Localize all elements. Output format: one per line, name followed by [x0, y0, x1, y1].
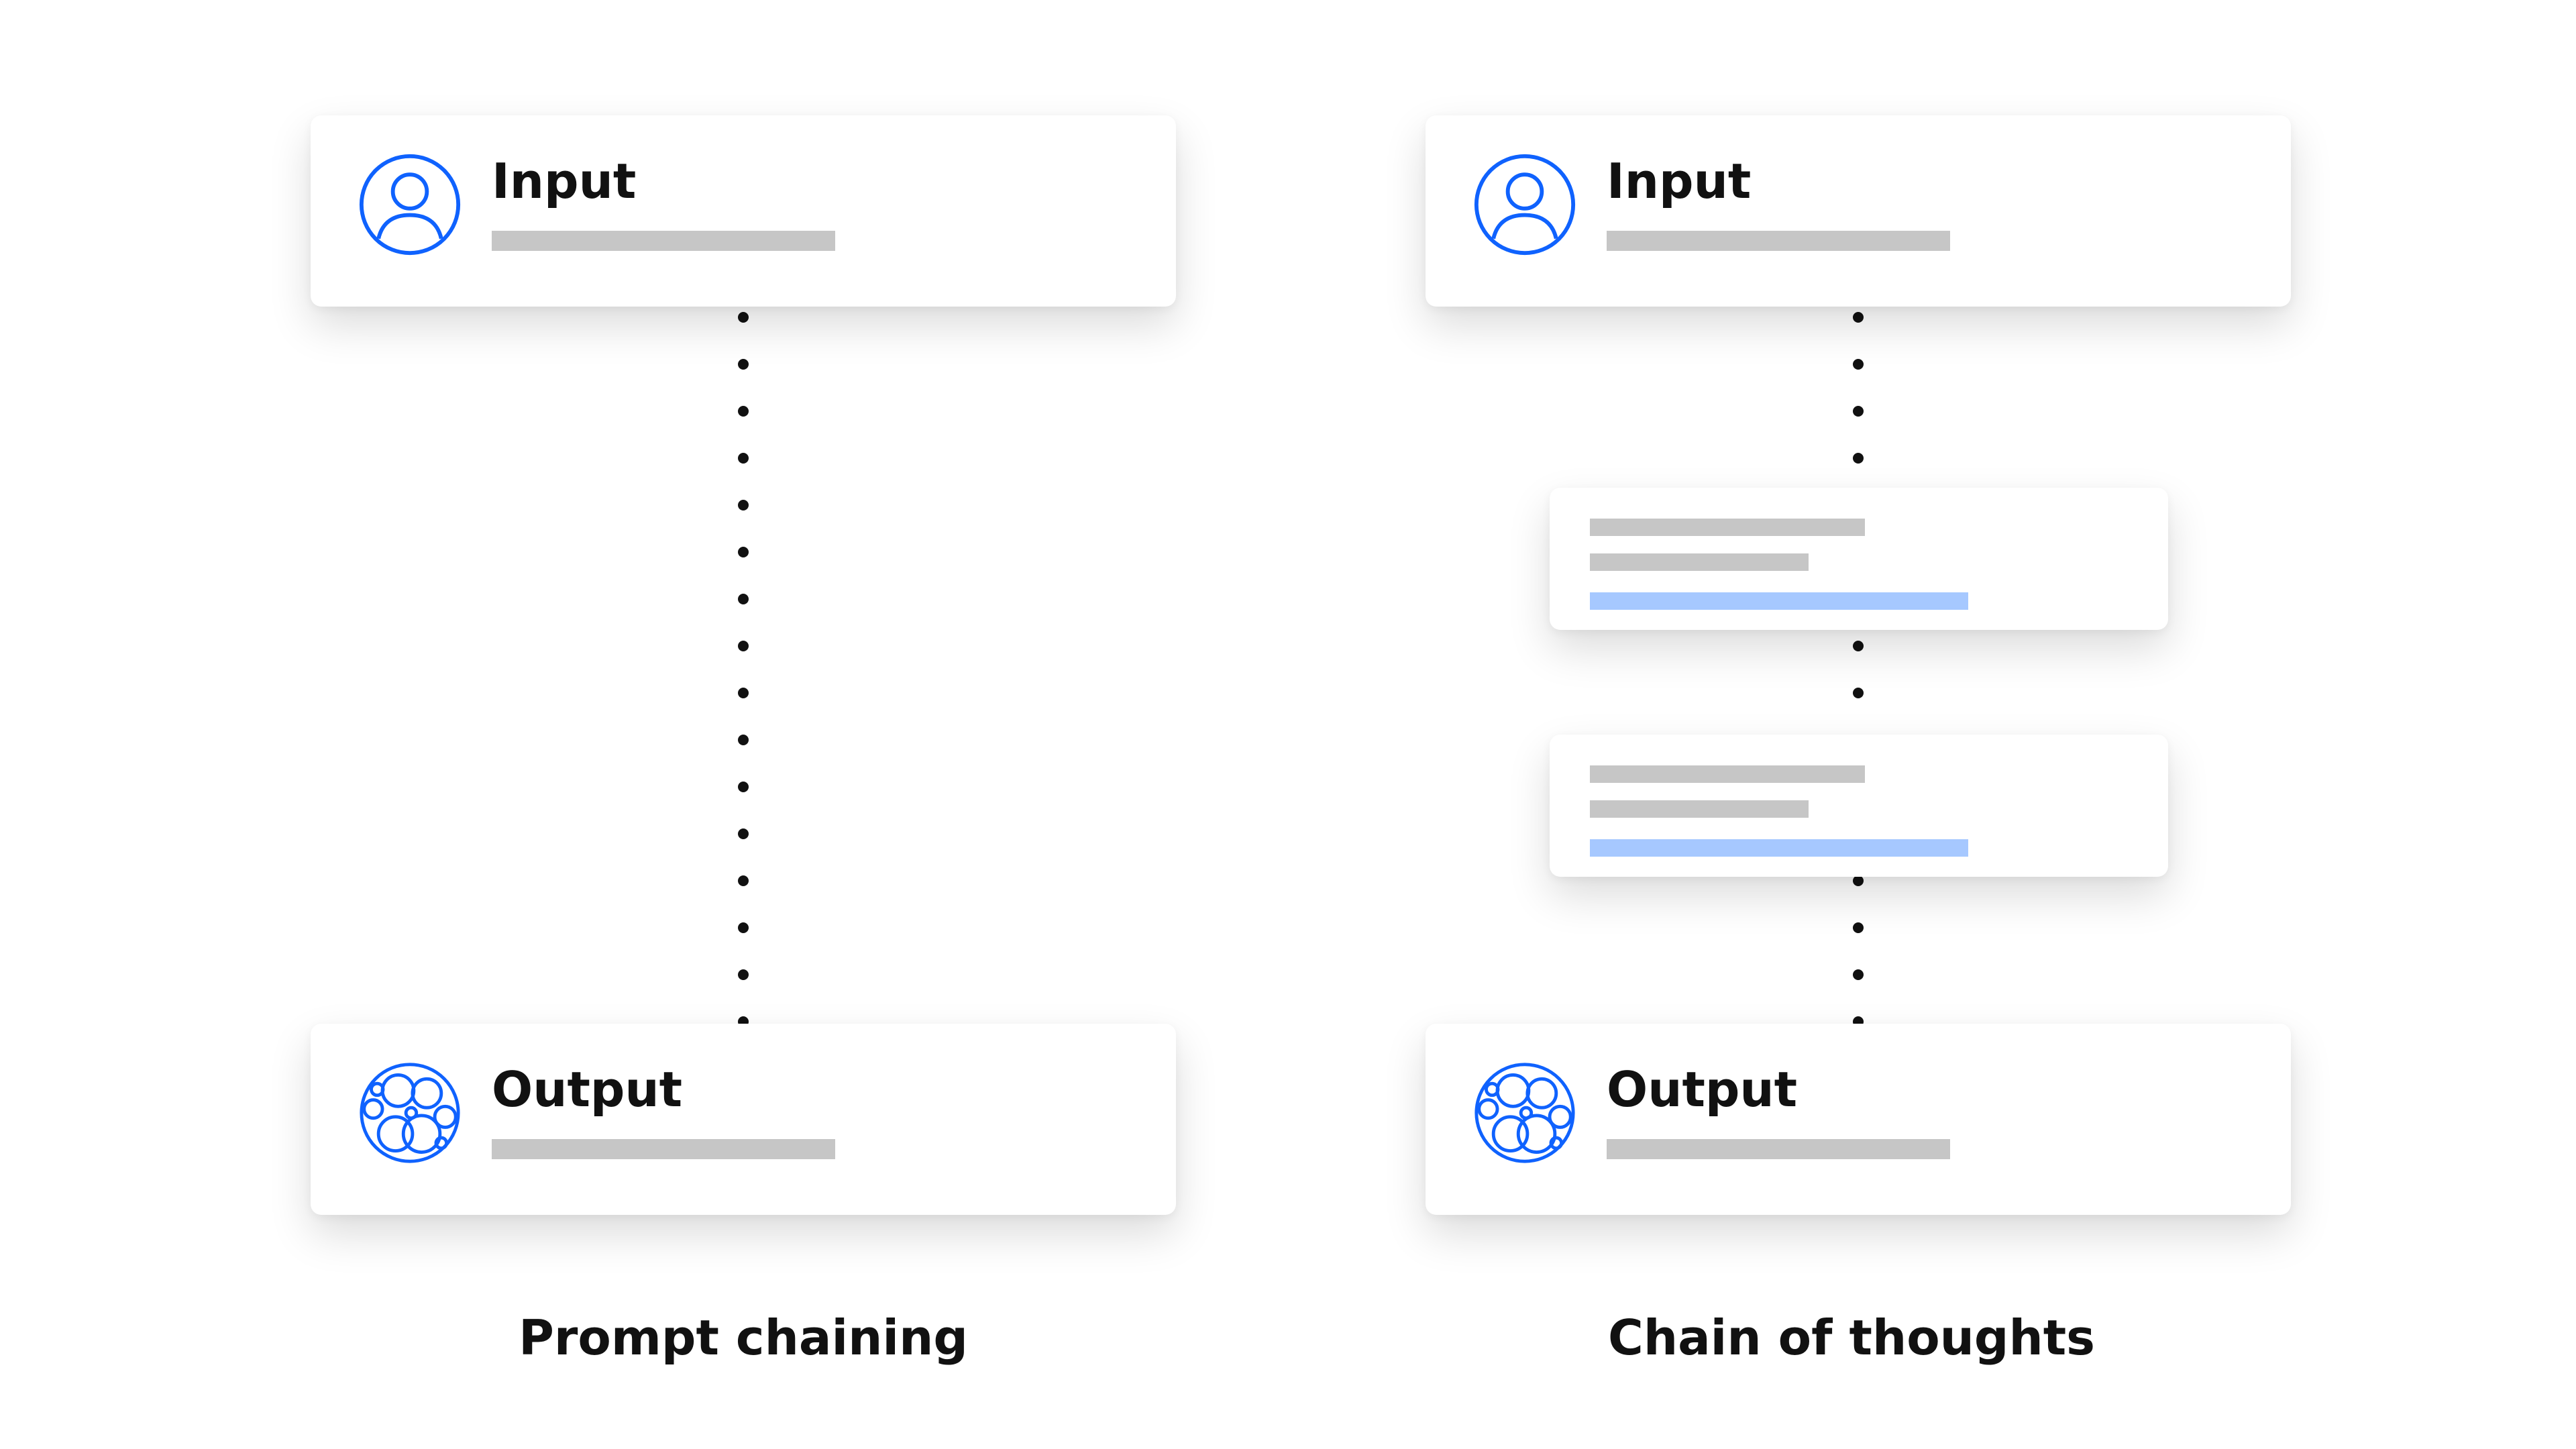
placeholder-text — [1590, 765, 1865, 783]
thought-step-card — [1550, 735, 2168, 877]
input-card: Input — [1426, 115, 2291, 307]
connector-dot — [738, 922, 749, 933]
connector-dot — [1853, 453, 1864, 464]
placeholder-text — [1607, 231, 1950, 251]
connector-dot — [738, 594, 749, 604]
bubbles-icon — [360, 1063, 460, 1163]
connector-dot — [738, 547, 749, 557]
output-label: Output — [1607, 1061, 1798, 1118]
connector-dot — [1853, 875, 1864, 886]
user-icon — [1474, 154, 1576, 256]
placeholder-text — [1607, 1139, 1950, 1159]
placeholder-text — [1590, 519, 1865, 536]
connector-dot — [738, 688, 749, 698]
input-card: Input — [311, 115, 1176, 307]
connector-dot — [738, 641, 749, 651]
connector-dots — [1853, 312, 1864, 1027]
output-card: Output — [311, 1024, 1176, 1215]
connector-dot — [738, 782, 749, 792]
placeholder-highlight — [1590, 839, 1968, 857]
connector-dot — [1853, 922, 1864, 933]
placeholder-highlight — [1590, 592, 1968, 610]
output-label: Output — [492, 1061, 683, 1118]
user-icon — [359, 154, 461, 256]
placeholder-text — [1590, 553, 1809, 571]
connector-dot — [1853, 406, 1864, 417]
connector-dot — [738, 969, 749, 980]
connector-dot — [738, 875, 749, 886]
thought-step-card — [1550, 488, 2168, 630]
connector-dots — [738, 312, 749, 1027]
placeholder-text — [1590, 800, 1809, 818]
caption-prompt-chaining: Prompt chaining — [519, 1309, 968, 1366]
connector-dot — [738, 500, 749, 511]
placeholder-text — [492, 1139, 835, 1159]
input-label: Input — [492, 153, 637, 209]
connector-dot — [738, 312, 749, 323]
connector-dot — [1853, 969, 1864, 980]
bubbles-icon — [1474, 1063, 1575, 1163]
output-card: Output — [1426, 1024, 2291, 1215]
placeholder-text — [492, 231, 835, 251]
connector-dot — [738, 735, 749, 745]
caption-chain-of-thoughts: Chain of thoughts — [1607, 1309, 2096, 1366]
connector-dot — [1853, 688, 1864, 698]
connector-dot — [1853, 312, 1864, 323]
connector-dot — [738, 828, 749, 839]
connector-dot — [738, 359, 749, 370]
connector-dot — [1853, 359, 1864, 370]
connector-dot — [738, 453, 749, 464]
connector-dot — [1853, 641, 1864, 651]
connector-dot — [738, 406, 749, 417]
input-label: Input — [1607, 153, 1752, 209]
